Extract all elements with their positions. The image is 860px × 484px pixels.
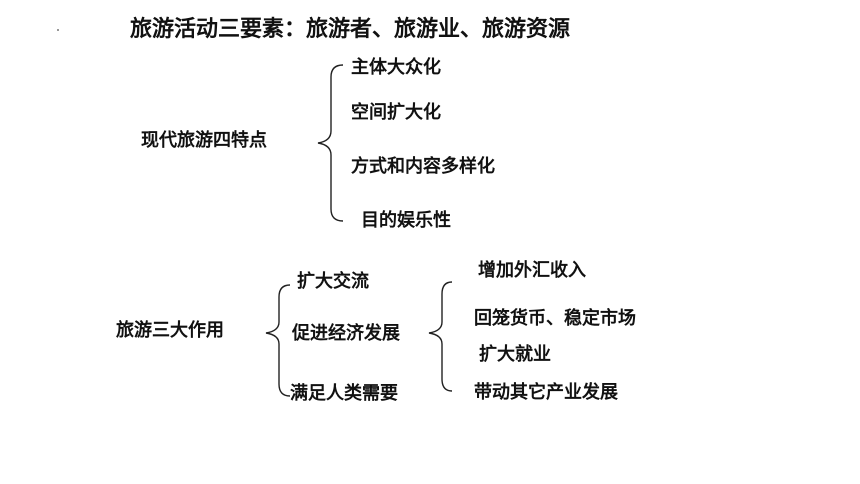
features-label: 现代旅游四特点 — [141, 130, 267, 151]
economic-effect-item: 回笼货币、稳定市场 — [474, 308, 636, 329]
role-item: 满足人类需要 — [290, 383, 398, 404]
role-item: 促进经济发展 — [292, 323, 400, 344]
feature-item: 主体大众化 — [351, 57, 441, 78]
stray-dot — [57, 29, 59, 31]
economic-effect-item: 扩大就业 — [479, 344, 551, 365]
page-title: 旅游活动三要素：旅游者、旅游业、旅游资源 — [130, 17, 571, 42]
role-item: 扩大交流 — [297, 271, 369, 292]
feature-item: 空间扩大化 — [351, 102, 441, 123]
economic-effect-item: 带动其它产业发展 — [474, 382, 618, 403]
economic-effect-item: 增加外汇收入 — [478, 260, 586, 281]
feature-item: 方式和内容多样化 — [351, 156, 495, 177]
roles-label: 旅游三大作用 — [116, 320, 224, 341]
feature-item: 目的娱乐性 — [361, 210, 451, 231]
